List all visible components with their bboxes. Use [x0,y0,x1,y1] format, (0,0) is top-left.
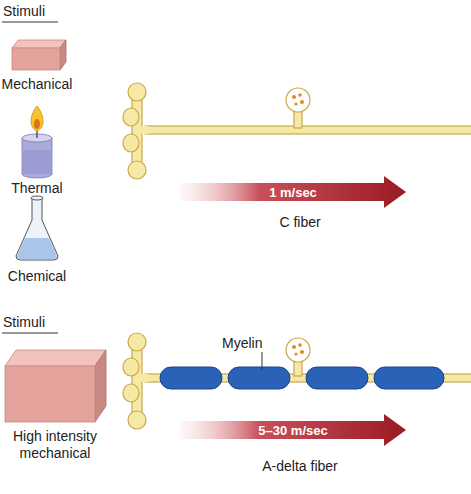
flask-icon [16,196,58,260]
text-label: A-delta fiber [230,458,370,475]
text-label: Stimuli [3,314,73,331]
arrow-text-box: 1 m/sec [180,176,406,208]
candle-icon [22,106,52,178]
speed-value: 1 m/sec [269,185,317,200]
heading-rule [2,333,58,334]
text-label: Chemical [0,268,87,285]
vesicle [286,338,310,376]
arrow-body [180,176,406,208]
text-label: Stimuli [3,3,73,20]
speed-value: 5–30 m/sec [258,423,327,438]
speed-arrow: 5–30 m/sec [180,414,406,446]
text-label: Mechanical [0,76,87,93]
c-fiber-neuron [123,83,471,179]
brick-icon [12,40,66,70]
a-delta-neuron [123,333,471,429]
leader-line [262,352,263,370]
text-label: Thermal [0,180,87,197]
arrow-text-box: 5–30 m/sec [180,414,406,446]
text-label: Myelin [222,335,302,352]
text-label: C fiber [240,214,360,231]
text-label: High intensity mechanical [0,428,110,462]
speed-arrow: 1 m/sec [180,176,406,208]
brick-icon [5,350,106,422]
heading-rule [2,22,58,23]
arrow-body [180,414,406,446]
